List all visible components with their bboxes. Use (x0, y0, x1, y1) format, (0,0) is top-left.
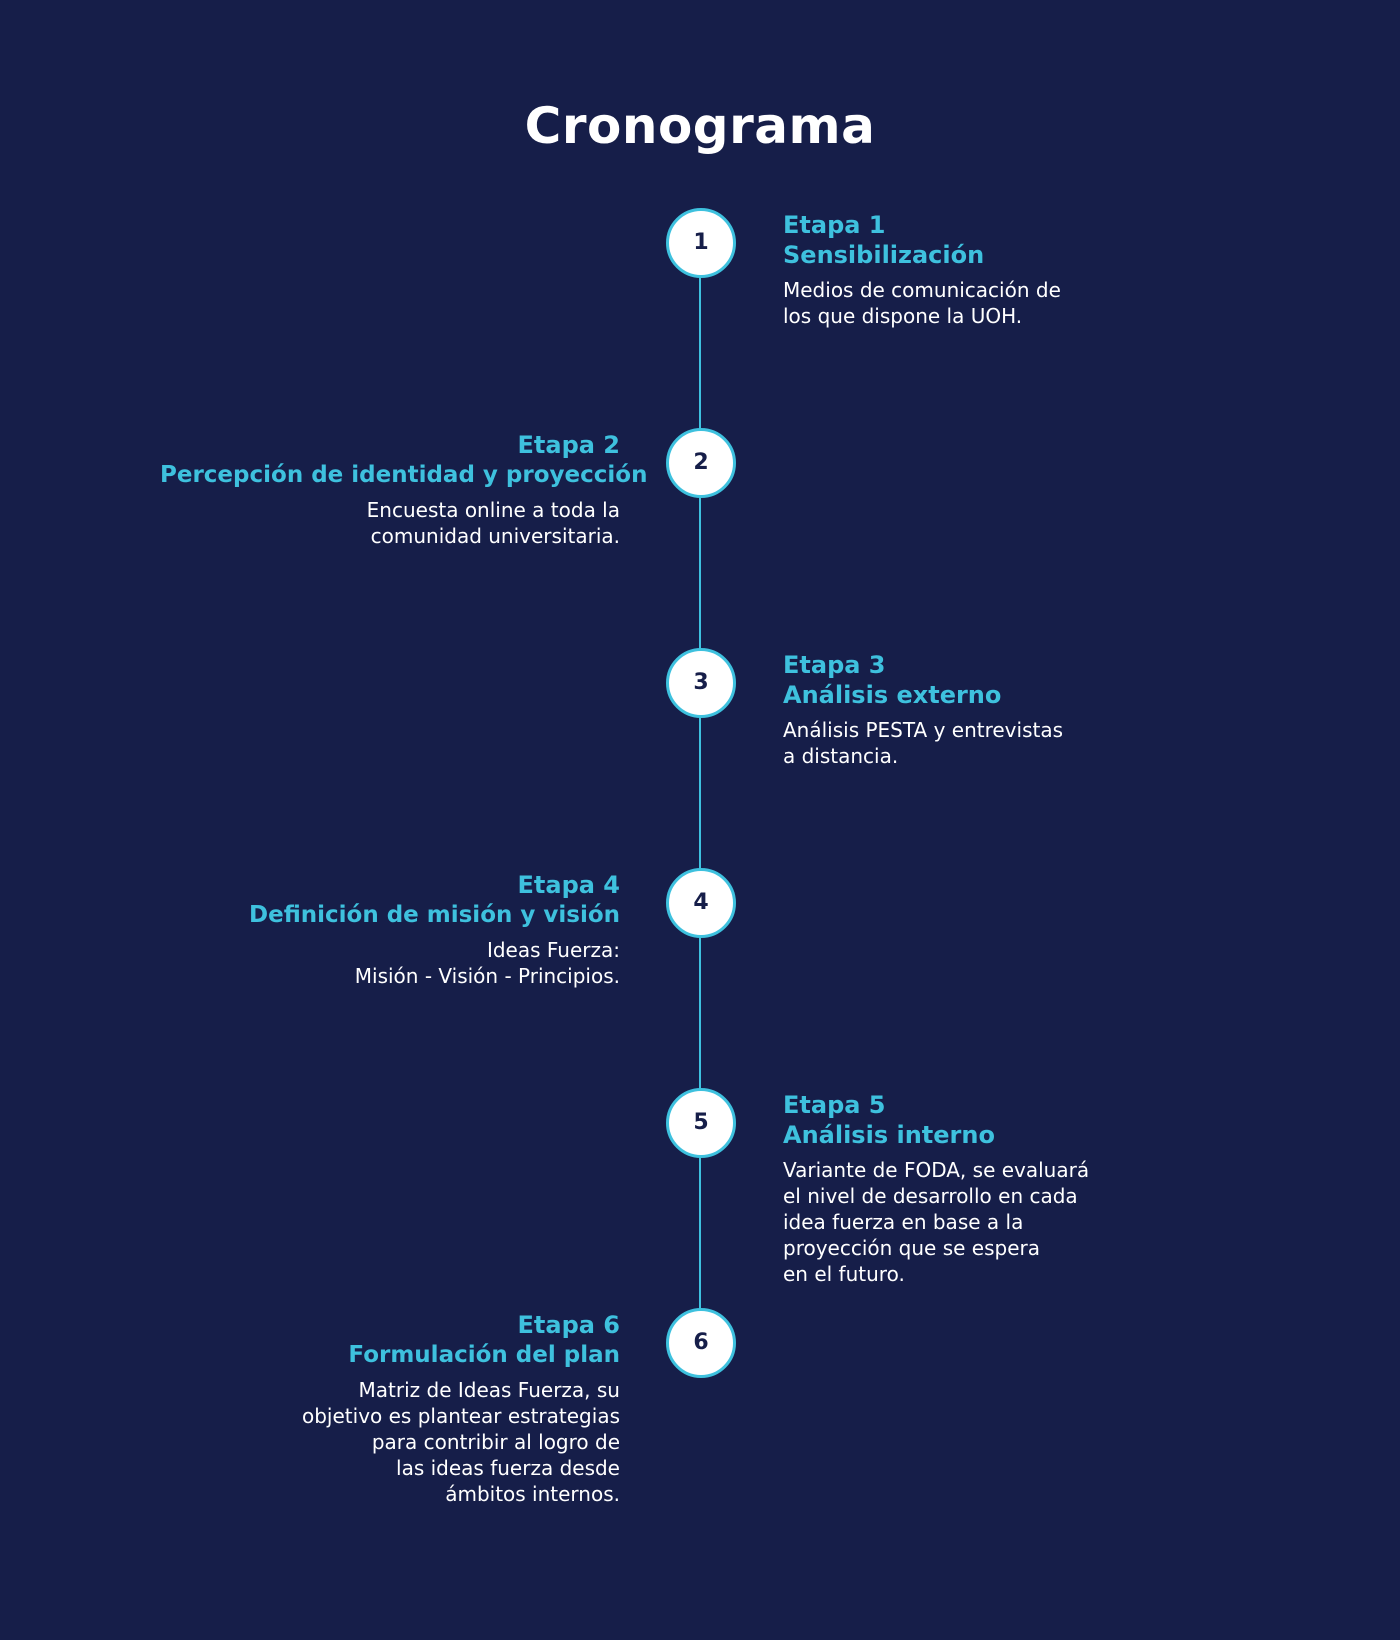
stage-4-name: Definición de misión y visión (249, 902, 620, 928)
stage-1-node: 1 (666, 208, 736, 278)
stage-5-name: Análisis interno (783, 1121, 995, 1149)
stage-3-number: 3 (693, 670, 709, 695)
stage-2-name: Percepción de identidad y proyección (160, 462, 648, 488)
stage-2-block: Etapa 2 Percepción de identidad y proyec… (160, 430, 648, 549)
stage-2-description: Encuesta online a toda la comunidad univ… (366, 498, 620, 548)
stage-6-description: Matriz de Ideas Fuerza, su objetivo es p… (302, 1378, 620, 1506)
stage-1-description: Medios de comunicación de los que dispon… (783, 278, 1061, 328)
stage-4-block: Etapa 4 Definición de misión y visión Id… (160, 870, 620, 989)
page-title: Cronograma (524, 97, 876, 155)
stage-6-block: Etapa 6 Formulación del plan Matriz de I… (160, 1310, 620, 1507)
stage-4-number: 4 (693, 890, 709, 915)
stage-2-label: Etapa 2 (517, 431, 621, 459)
stage-6-name: Formulación del plan (348, 1342, 620, 1368)
stage-3-block: Etapa 3 Análisis externo Análisis PESTA … (783, 650, 1243, 769)
stage-4-description: Ideas Fuerza: Misión - Visión - Principi… (354, 938, 620, 988)
stage-5-number: 5 (693, 1110, 709, 1135)
stage-6-node: 6 (666, 1308, 736, 1378)
stage-1-label: Etapa 1 (783, 211, 886, 239)
stage-1-number: 1 (693, 230, 709, 255)
stage-5-block: Etapa 5 Análisis interno Variante de FOD… (783, 1090, 1243, 1287)
stage-3-label: Etapa 3 (783, 651, 886, 679)
stage-4-node: 4 (666, 868, 736, 938)
stage-1-block: Etapa 1 Sensibilización Medios de comuni… (783, 210, 1243, 329)
stage-5-label: Etapa 5 (783, 1091, 886, 1119)
stage-3-node: 3 (666, 648, 736, 718)
stage-1-name: Sensibilización (783, 241, 985, 269)
stage-6-label: Etapa 6 (517, 1311, 621, 1339)
stage-4-label: Etapa 4 (517, 871, 621, 899)
stage-5-node: 5 (666, 1088, 736, 1158)
stage-3-name: Análisis externo (783, 681, 1002, 709)
stage-5-description: Variante de FODA, se evaluará el nivel d… (783, 1158, 1090, 1286)
stage-3-description: Análisis PESTA y entrevistas a distancia… (783, 718, 1064, 768)
stage-2-node: 2 (666, 428, 736, 498)
stage-6-number: 6 (693, 1330, 709, 1355)
timeline-line (699, 242, 701, 1342)
stage-2-number: 2 (693, 450, 709, 475)
